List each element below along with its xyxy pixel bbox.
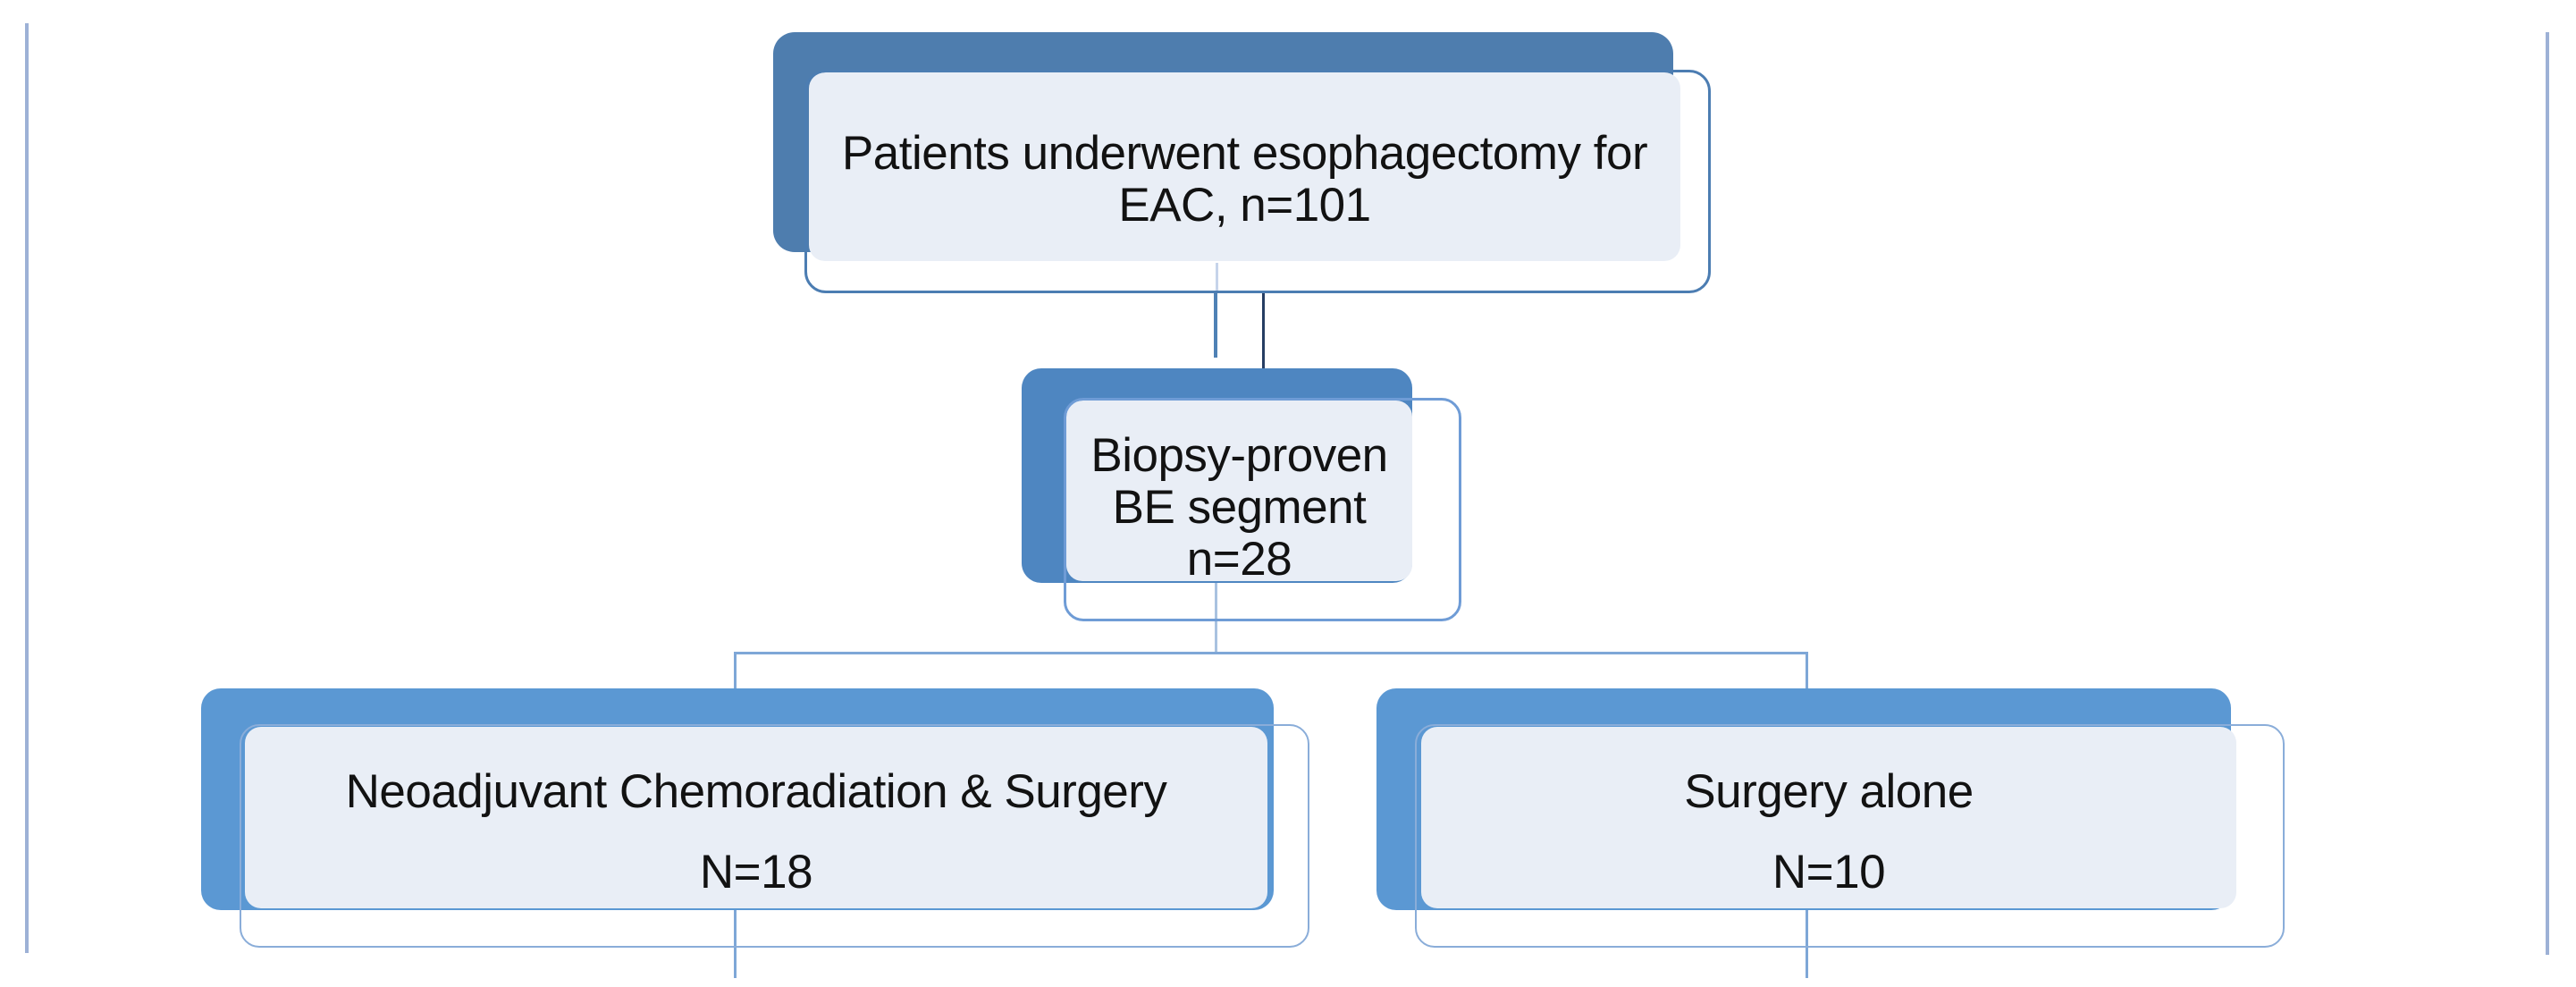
node-be-segment-line: BE segment — [1112, 481, 1367, 534]
left-frame-line — [25, 23, 29, 953]
branch-horizontal-line — [734, 652, 1808, 654]
connector-root-to-middle-dark-line — [1262, 293, 1265, 370]
node-neoadjuvant-box — [240, 724, 1309, 948]
node-be-segment-line: n=28 — [1186, 533, 1292, 586]
node-surgery-alone-box — [1415, 724, 2285, 948]
node-neoadjuvant-line: Neoadjuvant Chemoradiation & Surgery — [345, 765, 1167, 818]
node-neoadjuvant-line: N=18 — [699, 846, 813, 898]
node-be-segment-label: Biopsy-proven BE segment n=28 — [1066, 401, 1412, 586]
connector-root-to-middle-inner-segment — [1216, 263, 1218, 293]
node-be-segment-fill — [1066, 401, 1412, 581]
node-neoadjuvant-fill — [245, 727, 1267, 908]
node-be-segment-line: Biopsy-proven — [1090, 429, 1388, 482]
node-esophagectomy-label: Patients underwent esophagectomy for EAC… — [809, 72, 1680, 261]
node-esophagectomy-line: EAC, n=101 — [1118, 179, 1371, 232]
node-esophagectomy-box — [804, 70, 1711, 293]
node-surgery-alone-label: Surgery alone N=10 — [1421, 727, 2236, 908]
node-surgery-alone-line: N=10 — [1772, 846, 1886, 898]
right-frame-line — [2546, 32, 2549, 955]
node-neoadjuvant-label: Neoadjuvant Chemoradiation & Surgery N=1… — [245, 727, 1267, 908]
node-be-segment-box — [1064, 398, 1461, 621]
node-surgery-alone-line: Surgery alone — [1684, 765, 1974, 818]
node-esophagectomy-line: Patients underwent esophagectomy for — [841, 127, 1648, 180]
connector-root-to-middle-light-line — [1214, 293, 1217, 358]
node-surgery-alone-fill — [1421, 727, 2236, 908]
node-esophagectomy-fill — [809, 72, 1680, 261]
